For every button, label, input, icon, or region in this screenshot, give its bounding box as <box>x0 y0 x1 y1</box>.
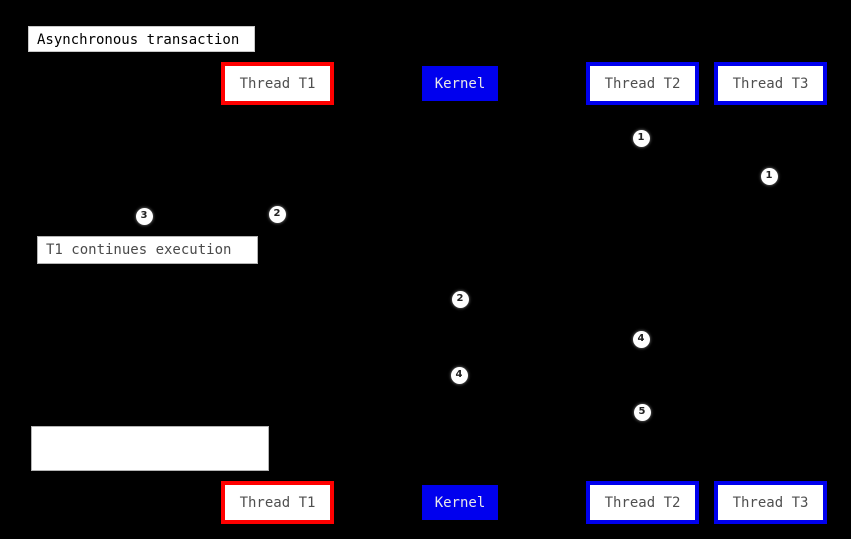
lifeline-arrow-nub-icon <box>274 477 280 482</box>
participant-label: Thread T2 <box>604 75 681 92</box>
participant-label: Kernel <box>434 75 486 92</box>
message-marker-2-kernel: 2 <box>451 290 469 308</box>
lifeline-arrow-nub-icon <box>767 477 773 482</box>
message-marker-3-t1: 3 <box>135 207 153 225</box>
participant-top-thread-t3[interactable]: Thread T3 <box>714 62 827 105</box>
participant-label: Thread T1 <box>239 494 316 511</box>
note-t1-continues: T1 continues execution <box>37 236 258 264</box>
message-marker-1-t2: 1 <box>632 129 650 147</box>
lifeline-thread-t2 <box>642 105 643 481</box>
lifeline-arrow-nub-icon <box>457 481 463 486</box>
participant-top-kernel[interactable]: Kernel <box>422 66 498 101</box>
participant-label: Thread T1 <box>239 75 316 92</box>
participant-label: Kernel <box>434 494 486 511</box>
message-marker-4-t2: 4 <box>632 330 650 348</box>
lifeline-arrow-nub-icon <box>639 104 645 109</box>
lifeline-thread-t1 <box>277 105 278 481</box>
message-marker-2-t1: 2 <box>268 205 286 223</box>
lifeline-arrow-nub-icon <box>639 477 645 482</box>
message-marker-1-t3: 1 <box>760 167 778 185</box>
lifeline-arrow-nub-icon <box>767 104 773 109</box>
lifeline-arrow-nub-icon <box>274 104 280 109</box>
participant-bottom-thread-t1[interactable]: Thread T1 <box>221 481 334 524</box>
message-marker-5-t2: 5 <box>633 403 651 421</box>
lifeline-arrow-nub-icon <box>457 100 463 105</box>
lifeline-thread-t3 <box>770 105 771 481</box>
participant-label: Thread T3 <box>732 494 809 511</box>
participant-label: Thread T2 <box>604 494 681 511</box>
note-blank <box>31 426 269 471</box>
participant-bottom-kernel[interactable]: Kernel <box>422 485 498 520</box>
participant-top-thread-t1[interactable]: Thread T1 <box>221 62 334 105</box>
participant-bottom-thread-t2[interactable]: Thread T2 <box>586 481 699 524</box>
participant-top-thread-t2[interactable]: Thread T2 <box>586 62 699 105</box>
diagram-title: Asynchronous transaction <box>28 26 255 52</box>
message-marker-4-kernel: 4 <box>450 366 468 384</box>
participant-label: Thread T3 <box>732 75 809 92</box>
participant-bottom-thread-t3[interactable]: Thread T3 <box>714 481 827 524</box>
